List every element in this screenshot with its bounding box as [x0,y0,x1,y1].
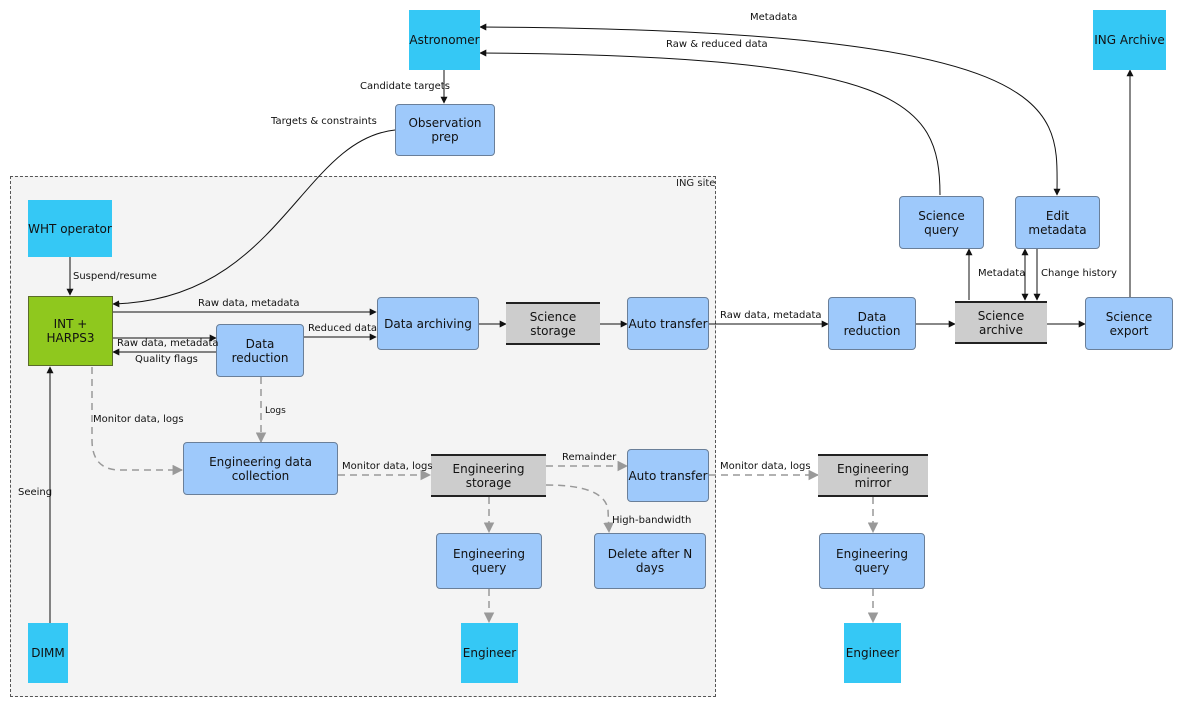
ing-archive-node: ING Archive [1093,10,1166,70]
edge-label-quality-flags: Quality flags [135,354,198,365]
edit-metadata-node: Edit metadata [1015,196,1100,249]
science-query-node: Science query [899,196,984,249]
edge-label-suspend-resume: Suspend/resume [73,271,157,282]
auto-transfer-science-node: Auto transfer [627,297,709,350]
int-harps3-node: INT + HARPS3 [28,296,113,366]
edge-label-monitor-data-logs-1: Monitor data, logs [93,414,184,425]
edge-label-remainder: Remainder [562,452,617,463]
edge-label-logs: Logs [265,406,286,416]
edge-label-metadata-top: Metadata [750,12,798,23]
edge-label-seeing: Seeing [18,487,53,498]
edge-label-monitor-data-logs-2: Monitor data, logs [342,461,433,472]
edge-label-raw-data-metadata-3: Raw data, metadata [720,310,822,321]
edge-label-monitor-data-logs-3: Monitor data, logs [720,461,811,472]
edge-high-bandwidth [545,484,614,534]
edge-label-high-bandwidth: High-bandwidth [612,515,692,526]
edge-metadata-top [479,23,1061,196]
data-reduction-site-node: Data reduction [216,324,304,377]
wht-operator-node: WHT operator [28,200,112,257]
engineering-query-remote-node: Engineering query [819,533,925,589]
edge-label-reduced-data: Reduced data [308,323,378,334]
edge-label-change-history: Change history [1041,268,1117,279]
auto-transfer-eng-node: Auto transfer [627,449,709,502]
edge-label-raw-data-metadata-2: Raw data, metadata [117,338,219,349]
data-reduction-remote-node: Data reduction [828,297,916,350]
delete-after-node: Delete after N days [594,533,706,589]
edge-label-raw-data-metadata-1: Raw data, metadata [198,298,300,309]
engineering-query-site-node: Engineering query [436,533,542,589]
edge-label-raw-reduced: Raw & reduced data [666,39,768,50]
edge-label-metadata-side: Metadata [978,268,1026,279]
data-archiving-node: Data archiving [377,297,479,350]
dimm-node: DIMM [28,623,68,683]
engineer-site-node: Engineer [461,623,518,683]
edge-monitor-1 [91,367,184,476]
science-storage-node: Science storage [506,302,600,345]
ing-site-region [10,176,716,697]
edge-raw-reduced [479,49,941,196]
engineering-storage-node: Engineering storage [431,454,546,497]
observation-prep-node: Observation prep [395,104,495,156]
science-archive-node: Science archive [955,301,1047,344]
edge-label-targets-constraints: Targets & constraints [271,116,377,127]
edge-targets-constraints [112,129,396,308]
engineering-data-collection-node: Engineering data collection [183,442,338,495]
engineering-mirror-node: Engineering mirror [818,454,928,497]
science-export-node: Science export [1085,297,1173,350]
astronomer-node: Astronomer [409,10,480,70]
edge-label-candidate-targets: Candidate targets [360,81,450,92]
engineer-remote-node: Engineer [844,623,901,683]
